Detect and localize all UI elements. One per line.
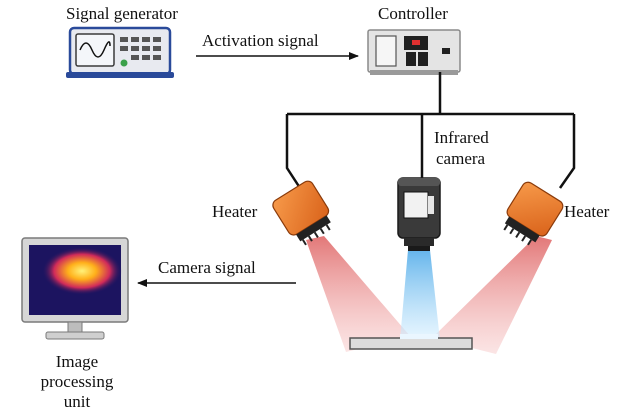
monitor-icon — [21, 237, 129, 340]
image-unit-label-line2: processing — [40, 372, 114, 391]
infrared-camera-icon — [397, 177, 441, 251]
right-heat-beam — [432, 236, 552, 354]
heater-left-label: Heater — [212, 202, 258, 221]
image-unit-label-line3: unit — [63, 392, 91, 411]
infrared-camera-label-line1: Infrared — [434, 128, 489, 147]
control-wires — [285, 72, 576, 189]
activation-signal-label: Activation signal — [202, 31, 319, 50]
infrared-camera-label-line2: camera — [436, 149, 486, 168]
heater-icon-right — [503, 181, 564, 246]
specimen-plate — [349, 334, 473, 350]
signal-generator-label: Signal generator — [66, 4, 178, 23]
controller-icon — [367, 29, 461, 75]
camera-signal-label: Camera signal — [158, 258, 256, 277]
signal-generator-icon — [66, 26, 174, 78]
heater-right-label: Heater — [564, 202, 610, 221]
image-unit-label-line1: Image — [55, 352, 99, 371]
heater-icon-left — [272, 180, 331, 246]
controller-label: Controller — [378, 4, 448, 23]
ir-view-beam — [400, 250, 440, 340]
left-heat-beam — [306, 236, 410, 352]
